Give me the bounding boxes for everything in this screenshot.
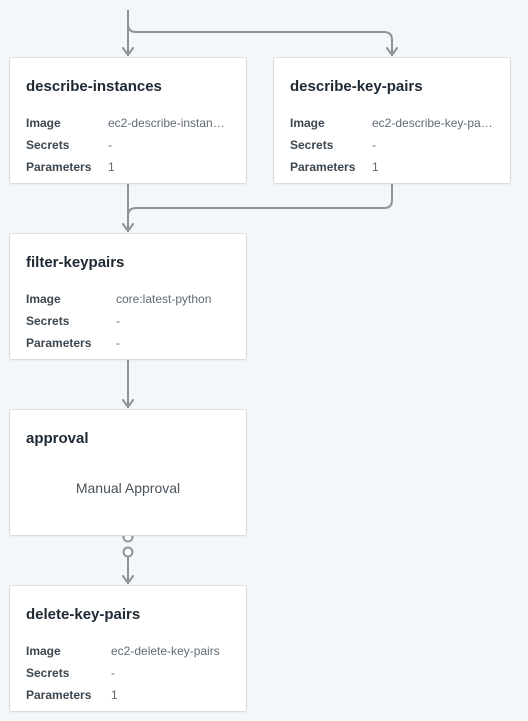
property-parameters: Parameters 1: [290, 156, 496, 178]
manual-approval-label: Manual Approval: [75, 480, 181, 496]
property-image: Image ec2-delete-key-pairs: [26, 640, 232, 662]
arrowhead-describe-key-pairs: [386, 47, 398, 56]
property-value: ec2-describe-instan…: [108, 116, 225, 130]
property-value: 1: [111, 688, 118, 702]
property-value: -: [116, 314, 120, 328]
step-properties: Image core:latest-python Secrets - Param…: [26, 288, 232, 354]
property-label: Secrets: [290, 138, 334, 152]
property-label: Parameters: [26, 688, 92, 702]
property-secrets: Secrets -: [290, 134, 496, 156]
step-title: describe-instances: [26, 78, 162, 95]
step-properties: Image ec2-delete-key-pairs Secrets - Par…: [26, 640, 232, 706]
property-label: Secrets: [26, 666, 70, 680]
property-parameters: Parameters 1: [26, 684, 232, 706]
arrowhead-approval: [122, 399, 134, 408]
edge-describe-key-pairs-to-filter: [127, 184, 393, 217]
step-delete-key-pairs[interactable]: delete-key-pairs Image ec2-delete-key-pa…: [9, 585, 247, 712]
step-title: approval: [26, 430, 89, 447]
arrowhead-delete-key-pairs: [122, 575, 134, 584]
property-value: ec2-delete-key-pairs: [111, 644, 220, 658]
property-image: Image ec2-describe-key-pa…: [290, 112, 496, 134]
edge-entry-to-describe-key-pairs: [127, 23, 393, 54]
property-secrets: Secrets -: [26, 662, 232, 684]
arrowhead-describe-instances: [122, 47, 134, 56]
property-label: Image: [290, 116, 325, 130]
step-title: describe-key-pairs: [290, 78, 423, 95]
property-value: -: [108, 138, 112, 152]
property-parameters: Parameters 1: [26, 156, 232, 178]
property-value: ec2-describe-key-pa…: [372, 116, 493, 130]
property-value: -: [372, 138, 376, 152]
property-label: Parameters: [290, 160, 356, 174]
delete-input-port: [122, 546, 134, 558]
property-value: core:latest-python: [116, 292, 212, 306]
step-properties: Image ec2-describe-key-pa… Secrets - Par…: [290, 112, 496, 178]
property-secrets: Secrets -: [26, 134, 232, 156]
step-describe-key-pairs[interactable]: describe-key-pairs Image ec2-describe-ke…: [273, 57, 511, 184]
property-label: Image: [26, 644, 61, 658]
property-image: Image core:latest-python: [26, 288, 232, 310]
step-properties: Image ec2-describe-instan… Secrets - Par…: [26, 112, 232, 178]
property-label: Image: [26, 116, 61, 130]
property-value: -: [111, 666, 115, 680]
property-value: 1: [372, 160, 379, 174]
property-image: Image ec2-describe-instan…: [26, 112, 232, 134]
property-label: Secrets: [26, 314, 70, 328]
step-filter-keypairs[interactable]: filter-keypairs Image core:latest-python…: [9, 233, 247, 360]
property-label: Parameters: [26, 160, 92, 174]
property-label: Secrets: [26, 138, 70, 152]
property-value: 1: [108, 160, 115, 174]
step-title: delete-key-pairs: [26, 606, 141, 623]
property-label: Parameters: [26, 336, 92, 350]
step-approval[interactable]: approval Manual Approval: [9, 409, 247, 536]
property-label: Image: [26, 292, 61, 306]
property-parameters: Parameters -: [26, 332, 232, 354]
property-value: -: [116, 336, 120, 350]
arrowhead-filter-keypairs: [122, 223, 134, 232]
step-describe-instances[interactable]: describe-instances Image ec2-describe-in…: [9, 57, 247, 184]
property-secrets: Secrets -: [26, 310, 232, 332]
step-title: filter-keypairs: [26, 254, 125, 271]
